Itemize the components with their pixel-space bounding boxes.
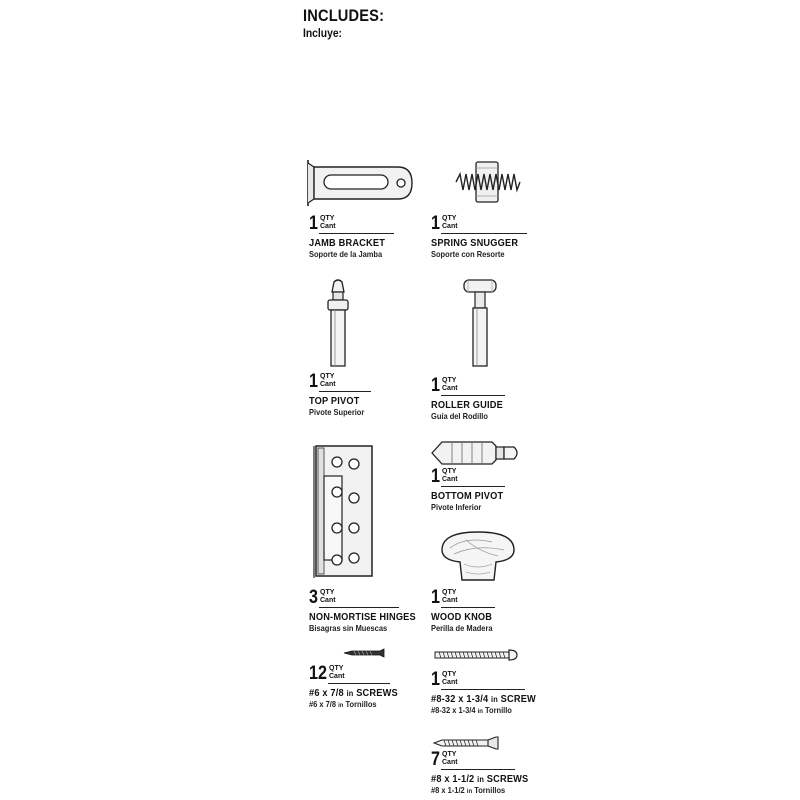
qty-value: 1 bbox=[309, 371, 318, 392]
item-name-es: #8 x 1-1/2 in Tornillos bbox=[431, 785, 506, 795]
top-pivot-icon bbox=[327, 279, 349, 367]
machine-screw-icon bbox=[434, 649, 518, 661]
qty-underline bbox=[441, 486, 505, 487]
jamb-bracket-icon bbox=[307, 160, 413, 206]
qty-value: 12 bbox=[309, 663, 327, 684]
item-name: JAMB BRACKET bbox=[309, 237, 386, 249]
item-name: TOP PIVOT bbox=[309, 395, 360, 407]
bottom-pivot-icon bbox=[431, 441, 518, 465]
item-name-es: #8-32 x 1-3/4 in Tornillo bbox=[431, 705, 512, 715]
qty-value: 3 bbox=[309, 587, 318, 608]
item-name-es: Pivote Superior bbox=[309, 407, 365, 417]
item-name-es: Perilla de Madera bbox=[431, 623, 493, 633]
item-name: SPRING SNUGGER bbox=[431, 237, 519, 249]
qty-underline bbox=[441, 607, 495, 608]
qty-value: 7 bbox=[431, 749, 440, 770]
qty-underline bbox=[319, 391, 371, 392]
qty-underline bbox=[441, 769, 515, 770]
qty-underline bbox=[319, 233, 394, 234]
item-name: ROLLER GUIDE bbox=[431, 399, 503, 411]
item-name: #8 x 1-1/2 in SCREWS bbox=[431, 773, 529, 785]
item-name-es: Soporte con Resorte bbox=[431, 249, 505, 259]
wood-knob-icon bbox=[441, 531, 515, 581]
item-name: #6 x 7/8 in SCREWS bbox=[309, 687, 398, 699]
item-name: WOOD KNOB bbox=[431, 611, 493, 623]
qty-underline bbox=[441, 395, 505, 396]
qty-underline bbox=[441, 233, 527, 234]
qty-value: 1 bbox=[431, 669, 440, 690]
small-screw-icon bbox=[343, 648, 385, 658]
item-name-es: #6 x 7/8 in Tornillos bbox=[309, 699, 377, 709]
item-name-es: Pivote Inferior bbox=[431, 502, 482, 512]
item-name-es: Bisagras sin Muescas bbox=[309, 623, 388, 633]
item-name: BOTTOM PIVOT bbox=[431, 490, 504, 502]
item-name-es: Soporte de la Jamba bbox=[309, 249, 383, 259]
spring-snugger-icon bbox=[455, 161, 521, 203]
hinge-icon bbox=[313, 445, 373, 578]
qty-value: 1 bbox=[431, 466, 440, 487]
qty-underline bbox=[328, 683, 390, 684]
qty-value: 1 bbox=[431, 375, 440, 396]
qty-value: 1 bbox=[309, 213, 318, 234]
qty-underline bbox=[319, 607, 399, 608]
roller-guide-icon bbox=[463, 279, 497, 367]
item-name-es: Guía del Rodillo bbox=[431, 411, 488, 421]
item-name: #8-32 x 1-3/4 in SCREW bbox=[431, 693, 536, 705]
includes-heading: INCLUDES: bbox=[303, 6, 385, 25]
qty-underline bbox=[441, 689, 525, 690]
qty-value: 1 bbox=[431, 213, 440, 234]
includes-subheading: Incluye: bbox=[303, 26, 343, 40]
qty-value: 1 bbox=[431, 587, 440, 608]
wood-screw-icon bbox=[432, 736, 499, 750]
item-name: NON-MORTISE HINGES bbox=[309, 611, 416, 623]
